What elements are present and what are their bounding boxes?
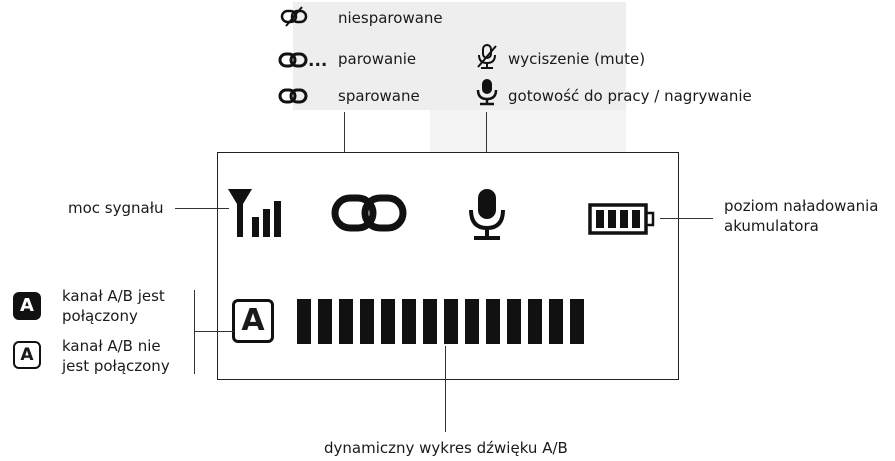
channel-disconnected-line2: jest połączony <box>62 357 170 375</box>
muted-icon-wrap <box>476 44 498 74</box>
audio-bar <box>339 299 353 344</box>
mic-icon <box>469 189 505 240</box>
link-icon <box>331 194 407 232</box>
audio-bar <box>444 299 458 344</box>
audio-bar <box>570 299 584 344</box>
audio-graph <box>297 299 584 344</box>
paired-icon-wrap <box>278 87 310 109</box>
audio-bar <box>297 299 311 344</box>
audio-bar <box>402 299 416 344</box>
battery-icon-wrap <box>588 203 658 239</box>
signal-icon <box>228 189 281 237</box>
audio-bar <box>486 299 500 344</box>
link-icon <box>278 88 308 104</box>
link-broken-icon <box>280 6 308 27</box>
screen-link-icon-wrap <box>331 193 411 237</box>
channel-a-outline-icon: A <box>13 341 41 369</box>
legend-recording-label: gotowość do pracy / nagrywanie <box>508 87 752 105</box>
channel-connected-label: kanał A/B jest połączony <box>62 286 165 326</box>
battery-label-line1: poziom naładowania <box>724 197 879 215</box>
legend-muted-label: wyciszenie (mute) <box>508 50 646 68</box>
audio-leader-line <box>445 346 446 432</box>
channel-disconnected-line1: kanał A/B nie <box>62 337 161 355</box>
battery-label-line2: akumulatora <box>724 217 819 235</box>
link-icon <box>278 52 308 68</box>
legend-pairing-label: parowanie <box>338 50 417 68</box>
battery-label: poziom naładowania akumulatora <box>724 196 878 236</box>
screen-channel-letter: A <box>241 303 265 338</box>
audio-bar <box>465 299 479 344</box>
signal-label: moc sygnału <box>68 199 164 217</box>
unpaired-icon-wrap <box>280 6 312 32</box>
channel-connected-line2: połączony <box>62 307 138 325</box>
audio-bar <box>381 299 395 344</box>
signal-leader-line <box>175 208 229 209</box>
legend-paired-label: sparowane <box>338 87 420 105</box>
screen-mic-icon-wrap <box>468 188 506 246</box>
pairing-dots: ... <box>308 51 328 71</box>
mic-muted-icon <box>477 44 497 69</box>
legend-background-lower <box>430 110 626 152</box>
legend-unpaired-label: niesparowane <box>338 9 443 27</box>
channel-outline-letter: A <box>20 344 34 365</box>
audio-bar <box>528 299 542 344</box>
mic-icon <box>476 79 498 106</box>
screen-channel-a-icon: A <box>232 299 274 343</box>
audio-bar <box>423 299 437 344</box>
mic-leader-line <box>486 112 487 188</box>
pairing-icon-wrap <box>278 51 310 73</box>
pairing-leader-line <box>344 112 345 188</box>
signal-icon-wrap <box>226 187 288 243</box>
audio-bar <box>360 299 374 344</box>
audio-bar <box>549 299 563 344</box>
channel-filled-letter: A <box>20 295 34 316</box>
channel-a-filled-icon: A <box>13 292 41 320</box>
channel-leader-line <box>194 331 234 332</box>
channel-disconnected-label: kanał A/B nie jest połączony <box>62 336 170 376</box>
audio-bar <box>507 299 521 344</box>
channel-bracket-line <box>194 290 195 374</box>
channel-connected-line1: kanał A/B jest <box>62 287 165 305</box>
audio-graph-label: dynamiczny wykres dźwięku A/B <box>324 439 568 457</box>
battery-leader-line <box>660 218 713 219</box>
recording-icon-wrap <box>476 78 498 110</box>
battery-icon <box>588 203 655 235</box>
audio-bar <box>318 299 332 344</box>
legend-background <box>293 2 626 110</box>
